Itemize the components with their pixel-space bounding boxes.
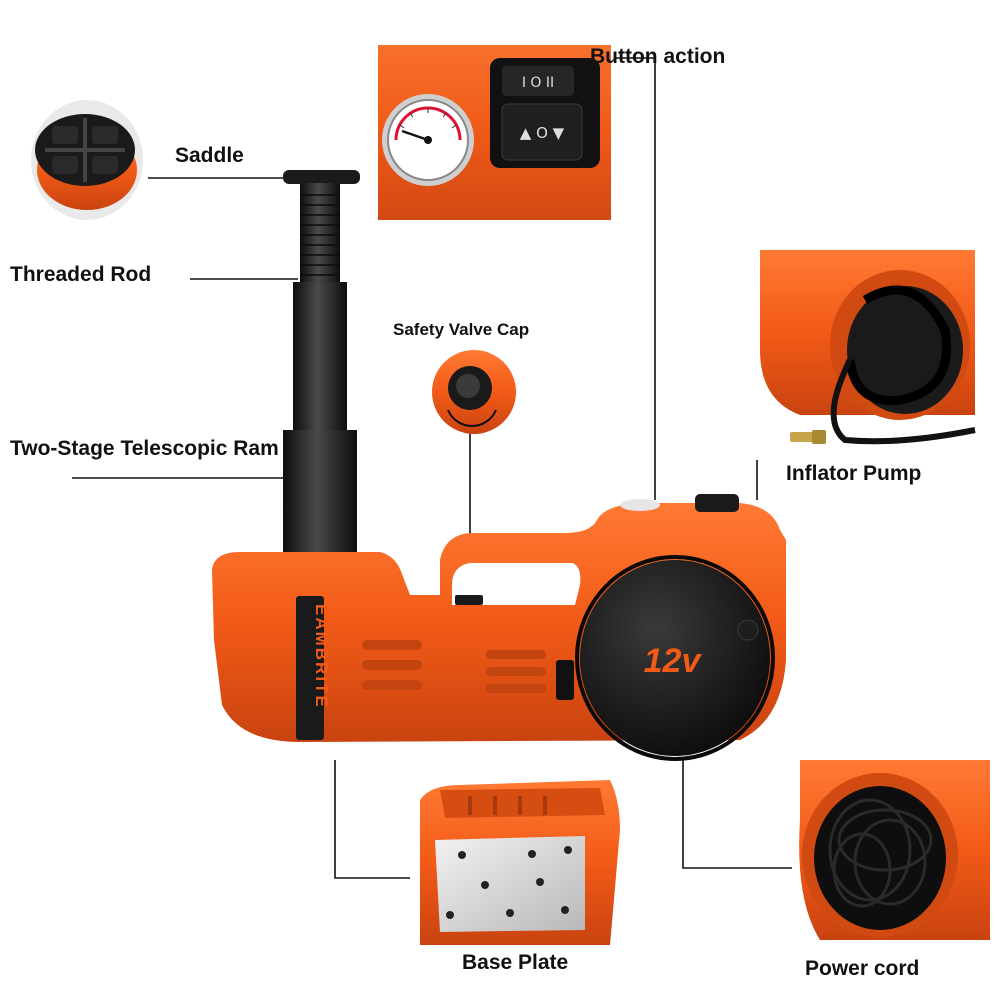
- motor-cap: [580, 560, 770, 756]
- leader-button-action: [615, 57, 656, 500]
- power-cord-inset: [792, 740, 992, 945]
- inflator-pump-inset: [752, 242, 976, 460]
- saddle-inset: [31, 100, 143, 220]
- label-button-action: Button action: [590, 45, 726, 68]
- handle-opening: [452, 563, 581, 605]
- safety-valve-inset: [432, 350, 516, 434]
- top-gauge: [620, 499, 660, 511]
- threaded-rod: [300, 183, 340, 283]
- switch-bottom-symbols: ▲ O ▼: [520, 124, 565, 142]
- body-valve: [455, 595, 483, 605]
- saddle-top: [283, 170, 360, 184]
- switch-top-symbols: I O II: [522, 75, 554, 91]
- leader-power-cord: [682, 760, 795, 869]
- ram-lower: [283, 430, 357, 560]
- leader-base-plate: [334, 760, 410, 879]
- label-safety-valve-cap: Safety Valve Cap: [393, 320, 530, 339]
- jack-illustration: [212, 170, 786, 761]
- label-inflator-pump: Inflator Pump: [786, 462, 922, 485]
- brand-plate: [296, 596, 324, 740]
- label-base-plate: Base Plate: [462, 951, 569, 974]
- label-telescopic-ram: Two-Stage Telescopic Ram: [10, 437, 279, 460]
- voltage-text: 12v: [644, 642, 703, 680]
- ram-upper: [293, 282, 347, 432]
- label-threaded-rod: Threaded Rod: [10, 263, 152, 286]
- top-switch: [695, 494, 739, 512]
- label-saddle: Saddle: [175, 144, 244, 167]
- base-plate-inset: [420, 780, 620, 945]
- label-power-cord: Power cord: [805, 957, 920, 980]
- button-action-inset: [378, 45, 611, 220]
- brand-text: EAMBRITE: [312, 604, 331, 709]
